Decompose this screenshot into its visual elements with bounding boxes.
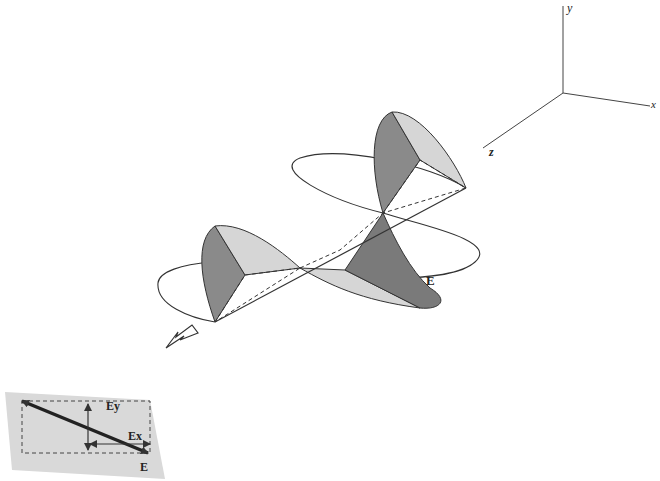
axis-label: z xyxy=(489,146,494,158)
inset-panel xyxy=(5,392,165,479)
propagation-axis xyxy=(215,188,466,322)
field-label: E xyxy=(426,274,435,287)
field-leaf xyxy=(374,112,466,213)
component-label: Ex xyxy=(128,430,142,442)
vector-label: E xyxy=(140,461,148,473)
axis-label: y xyxy=(567,2,572,14)
propagation-arrow xyxy=(166,325,198,348)
axes xyxy=(483,6,650,148)
axis-label: x xyxy=(651,99,656,110)
component-label: Ey xyxy=(106,400,120,412)
field-leaf xyxy=(300,213,441,308)
projection-loops xyxy=(158,154,480,322)
field-leaf xyxy=(202,226,300,322)
